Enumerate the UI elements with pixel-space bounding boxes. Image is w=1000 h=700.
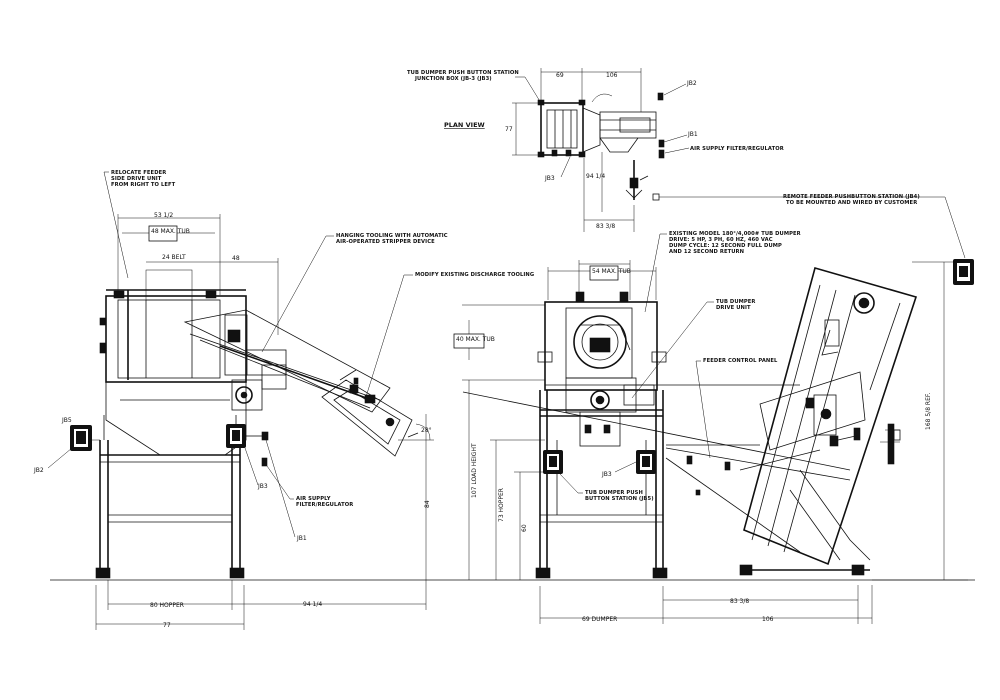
side-relocate-label-3: FROM RIGHT TO LEFT: [111, 182, 176, 188]
side-tag-jb1: JB1: [296, 535, 307, 542]
plan-dim-77: 77: [505, 126, 513, 133]
side-view: RELOCATE FEEDER SIDE DRIVE UNIT FROM RIG…: [33, 170, 534, 630]
plan-dim-106: 106: [606, 72, 618, 79]
front-dim-107: 107 LOAD HEIGHT: [471, 443, 478, 498]
front-drive-label-1: TUB DUMPER: [716, 299, 756, 305]
side-dim-84: 84: [424, 500, 431, 508]
side-modify-label: MODIFY EXISTING DISCHARGE TOOLING: [415, 272, 534, 278]
side-48-max-tub-box: [148, 225, 178, 242]
front-dim-83: 83 3/8: [730, 598, 749, 605]
side-dim-24: 24 BELT: [162, 254, 186, 261]
side-tag-jb5: JB5: [61, 417, 72, 424]
side-relocate-label-2: SIDE DRIVE UNIT: [111, 176, 162, 182]
front-jb5-station-icon: [543, 450, 563, 474]
side-discharge-tooling: [321, 379, 413, 457]
remote-pushbutton-station-icon: [953, 259, 974, 285]
side-hanging-label-2: AIR-OPERATED STRIPPER DEVICE: [336, 239, 435, 245]
side-dim-28: 28°: [421, 427, 432, 434]
side-conveyor: [183, 309, 391, 413]
front-jb3-junction-box-icon: [636, 450, 656, 474]
plan-pb-station-label-1: TUB DUMPER PUSH BUTTON STATION: [407, 70, 519, 76]
side-dim-48max: 48 MAX. TUB: [151, 228, 190, 235]
front-drive-wheel: [573, 315, 627, 369]
plan-view-title: PLAN VIEW: [444, 121, 485, 129]
front-view: EXISTING MODEL 180°/4,000# TUB DUMPER DR…: [453, 231, 968, 624]
front-dim-73: 73 HOPPER: [498, 488, 505, 522]
front-existing-label-4: AND 12 SECOND RETURN: [669, 249, 744, 255]
front-dim-168: 168 5/8 REF.: [925, 393, 932, 430]
front-dim-60: 60: [521, 524, 528, 532]
plan-dim-83: 83 3/8: [596, 223, 615, 230]
front-dim-54: 54 MAX. TUB: [592, 268, 631, 275]
plan-feeder: [599, 111, 657, 139]
front-dim-40: 40 MAX. TUB: [456, 336, 495, 343]
front-dim-69: 69 DUMPER: [582, 616, 617, 623]
plan-dim-69: 69: [556, 72, 564, 79]
side-tag-jb3: JB3: [257, 483, 268, 490]
side-jb3-junction-box-icon: [226, 424, 246, 448]
side-relocate-label-1: RELOCATE FEEDER: [111, 170, 166, 176]
front-pb-station-label-1: TUB DUMPER PUSH: [585, 490, 643, 496]
plan-tag-jb1: JB1: [687, 131, 698, 138]
front-existing-label-3: DUMP CYCLE: 12 SECOND FULL DUMP: [669, 243, 782, 249]
front-drive-label-2: DRIVE UNIT: [716, 305, 751, 311]
front-existing-label-1: EXISTING MODEL 180°/4,000# TUB DUMPER: [669, 231, 801, 237]
plan-remote-label-1: REMOTE FEEDER PUSHBUTTON STATION (JB4): [783, 194, 920, 200]
side-air-supply-label-2: FILTER/REGULATOR: [296, 502, 353, 508]
side-dim-48: 48: [232, 255, 240, 262]
plan-view: PLAN VIEW TUB DUMPER PUSH BUTTON STATION…: [407, 68, 966, 259]
front-dim-106: 106: [762, 616, 774, 623]
plan-dim-94: 94 1/4: [586, 173, 605, 180]
front-pb-station-label-2: BUTTON STATION (JB5): [585, 496, 654, 502]
side-hanging-label-1: HANGING TOOLING WITH AUTOMATIC: [336, 233, 448, 239]
side-tag-jb2: JB2: [33, 467, 44, 474]
plan-tag-jb2: JB2: [686, 80, 697, 87]
side-dim-94: 94 1/4: [303, 601, 322, 608]
front-existing-label-2: DRIVE: 5 HP, 3 PH, 60 HZ, 460 VAC: [669, 237, 773, 243]
plan-remote-label-2: TO BE MOUNTED AND WIRED BY CUSTOMER: [786, 200, 917, 206]
side-dim-77: 77: [163, 622, 171, 629]
side-jb5-junction-box-icon: [70, 425, 92, 451]
side-air-supply-label-1: AIR SUPPLY: [296, 496, 331, 502]
front-tag-jb3: JB3: [601, 471, 612, 478]
plan-air-supply-label: AIR SUPPLY FILTER/REGULATOR: [690, 146, 784, 152]
side-dim-80: 80 HOPPER: [150, 602, 184, 609]
side-tub-hopper: [105, 295, 247, 383]
plan-pb-station-label-2: JUNCTION BOX (JB-3 (JB3): [414, 76, 492, 82]
plan-leader-pb: [515, 76, 542, 104]
side-dim-53: 53 1/2: [154, 212, 173, 219]
front-feeder-panel-label: FEEDER CONTROL PANEL: [703, 358, 778, 364]
front-tub: [544, 301, 658, 391]
plan-tag-jb3: JB3: [544, 175, 555, 182]
front-inclined-conveyor: [743, 267, 918, 566]
